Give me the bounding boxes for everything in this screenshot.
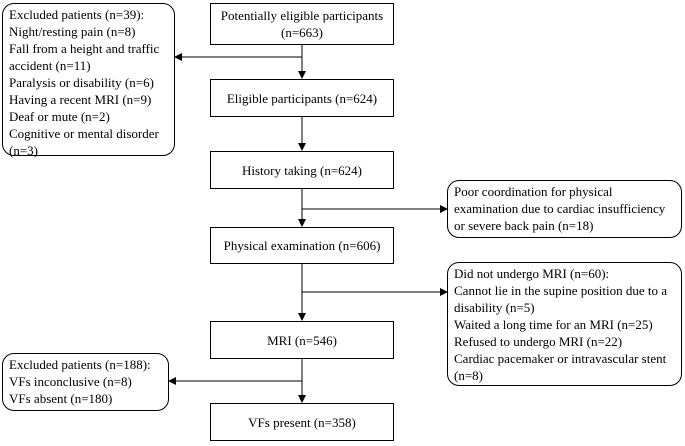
box-text: Potentially eligible participants <box>220 8 384 23</box>
box-text: Refused to undergo MRI (n=22) <box>454 334 623 349</box>
box-text: Night/resting pain (n=8) <box>9 24 136 39</box>
box-text: examination due to cardiac insufficiency <box>454 201 666 216</box>
box-text: (n=663) <box>281 25 323 40</box>
box-text: Fall from a height and traffic <box>9 41 160 56</box>
box-text: Poor coordination for physical <box>454 184 613 199</box>
excluded-patients-vfs-box: Excluded patients (n=188): VFs inconclus… <box>2 353 169 411</box>
excluded-patients-box: Excluded patients (n=39): Night/resting … <box>2 3 175 158</box>
box-text: Eligible participants (n=624) <box>226 90 378 106</box>
box-text: VFs inconclusive (n=8) <box>9 374 132 389</box>
box-text: Excluded patients (n=39): <box>9 7 145 22</box>
box-text: Having a recent MRI (n=9) <box>9 92 152 107</box>
box-text: Deaf or mute (n=2) <box>9 109 110 124</box>
box-text: disability (n=5) <box>454 300 535 315</box>
poor-coordination-box: Poor coordination for physical examinati… <box>447 180 682 238</box>
history-taking-box: History taking (n=624) <box>210 151 394 189</box>
box-text: Paralysis or disability (n=6) <box>9 75 154 90</box>
box-text: MRI (n=546) <box>267 332 337 348</box>
eligible-participants-box: Eligible participants (n=624) <box>210 79 394 117</box>
box-text: Cognitive or mental disorder <box>9 126 159 141</box>
potentially-eligible-box: Potentially eligible participants (n=663… <box>210 3 394 45</box>
box-text: History taking (n=624) <box>242 162 362 178</box>
box-text: Waited a long time for an MRI (n=25) <box>454 317 653 332</box>
box-text: (n=8) <box>454 368 483 383</box>
box-text: VFs present (n=358) <box>248 414 356 430</box>
box-text: accident (n=11) <box>9 58 91 73</box>
box-text: Physical examination (n=606) <box>223 238 381 253</box>
box-text: Cannot lie in the supine position due to… <box>454 283 668 298</box>
box-text: Excluded patients (n=188): <box>9 357 151 372</box>
physical-examination-box: Physical examination (n=606) <box>210 227 394 264</box>
mri-box: MRI (n=546) <box>210 321 394 359</box>
box-text: VFs absent (n=180) <box>9 391 113 406</box>
box-text: (n=3) <box>9 143 38 158</box>
did-not-undergo-mri-box: Did not undergo MRI (n=60): Cannot lie i… <box>447 262 682 386</box>
box-text: Did not undergo MRI (n=60): <box>454 266 610 281</box>
vfs-present-box: VFs present (n=358) <box>210 403 394 441</box>
box-text: Cardiac pacemaker or intravascular stent <box>454 351 667 366</box>
box-text: or severe back pain (n=18) <box>454 218 594 233</box>
